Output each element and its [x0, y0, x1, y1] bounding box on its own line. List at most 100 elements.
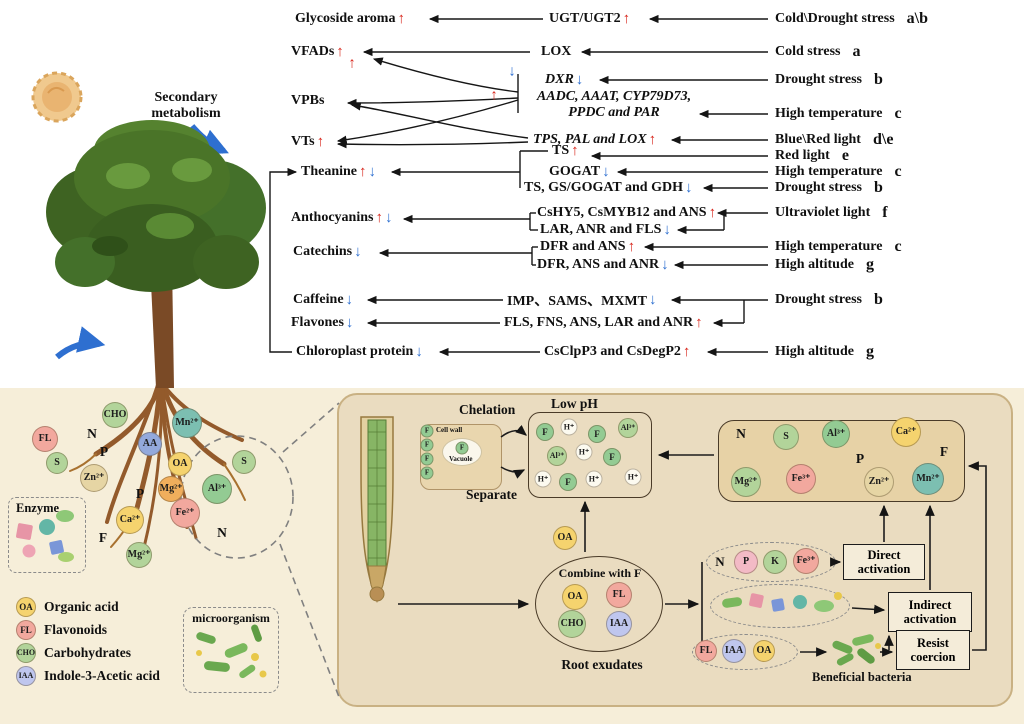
flrow-fl: FL	[695, 640, 717, 662]
stress-label: Cold\Drought stress	[775, 11, 895, 26]
down-arrow-icon: ↓	[649, 291, 657, 308]
metabolite-glycoside-aroma: Glycoside aroma↑	[295, 11, 405, 27]
stress-letter: c	[894, 238, 902, 255]
metabolite-theanine: Theanine↑↓	[301, 164, 376, 180]
metabolite-anthocyanins: Anthocyanins↑↓	[291, 210, 392, 226]
stress-letter: a	[852, 43, 861, 60]
up-arrow-icon: ↑	[359, 163, 367, 180]
ion-label-n2: N	[217, 525, 227, 540]
ion-bubble-fe: Fe²⁺	[170, 498, 200, 528]
lowph-f: F	[603, 448, 621, 466]
ion-bubble-aa: AA	[138, 432, 162, 456]
lowph-al: Al³⁺	[547, 446, 567, 466]
gene-label: AADC, AAAT, CYP79D73,	[536, 89, 692, 104]
down-arrow-icon: ↓	[575, 71, 584, 88]
gene-label: DXR	[545, 72, 574, 87]
stress-cold: Cold stress a	[775, 43, 860, 61]
npk-fe: Fe³⁺	[793, 548, 819, 574]
ion-bubble-al: Al³⁺	[202, 474, 232, 504]
direct-activation-label: Direct activation	[857, 547, 911, 576]
stress-label: Cold stress	[775, 44, 841, 59]
oa-free-bubble: OA	[553, 526, 577, 550]
npk-k: K	[763, 550, 787, 574]
legend-key-iaa: IAA	[16, 666, 36, 686]
stress-label: Ultraviolet light	[775, 205, 871, 220]
cell-wall-label: Cell wall	[436, 426, 463, 434]
exudate-oa: OA	[562, 584, 588, 610]
gene-label: UGT/UGT2	[549, 11, 621, 26]
indirect-activation-label: Indirect activation	[903, 597, 957, 626]
ion-bubble-cho: CHO	[102, 402, 128, 428]
gene-gogat: GOGAT↓	[549, 164, 610, 180]
gene-label: CsClpP3 and CsDegP2	[544, 344, 681, 359]
up-arrow-icon: ↑	[682, 343, 691, 360]
stress-label: High temperature	[775, 106, 883, 121]
microorganism-box	[183, 607, 279, 693]
gene-label: GOGAT	[549, 164, 601, 179]
stress-high-altitude-2: High altitude g	[775, 343, 874, 361]
ion-label-n: N	[87, 426, 97, 441]
lowph-h: H⁺	[575, 443, 593, 461]
stress-letter: g	[865, 256, 874, 273]
gene-label: LOX	[541, 44, 572, 59]
gene-label: DFR and ANS	[540, 239, 626, 254]
nutrient-ca: Ca²⁺	[891, 417, 921, 447]
stress-label: High altitude	[775, 344, 854, 359]
ion-bubble-zn: Zn²⁺	[80, 464, 108, 492]
stress-letter: e	[841, 147, 849, 164]
stress-high-temp-1: High temperature c	[775, 105, 902, 123]
metabolite-vpbs: VPBs	[291, 93, 324, 109]
stress-letter: g	[865, 343, 874, 360]
secondary-metabolism-line2: metabolism	[151, 106, 221, 121]
secondary-metabolism-line1: Secondary	[154, 90, 218, 105]
legend-key-oa: OA	[16, 597, 36, 617]
stress-letter: c	[894, 105, 902, 122]
secondary-metabolism-arrow	[189, 124, 229, 155]
gene-label: TPS, PAL and LOX	[533, 132, 647, 147]
lowph-h: H⁺	[560, 418, 578, 436]
gene-label: DFR, ANS and ANR	[537, 257, 660, 272]
separate-label: Separate	[466, 487, 517, 502]
ion-label-f: F	[98, 530, 108, 545]
stress-letter: b	[874, 71, 883, 88]
enzyme-box-title: Enzyme	[16, 501, 60, 515]
stress-letter: f	[882, 204, 888, 221]
metabolite-label: VPBs	[291, 93, 325, 108]
nutrient-mg: Mg²⁺	[731, 467, 761, 497]
stress-letter: a\b	[906, 10, 929, 27]
nutrient-n: N	[736, 426, 746, 441]
gene-lar-anr-fls: LAR, ANR and FLS↓	[540, 222, 671, 238]
metabolite-label: Chloroplast protein	[296, 344, 414, 359]
resist-coercion-label: Resist coercion	[910, 635, 956, 664]
beneficial-bacteria-label: Beneficial bacteria	[812, 670, 912, 684]
vacuole-label: Vacuole	[449, 455, 473, 463]
down-arrow-icon: ↓	[384, 209, 393, 226]
legend-label-cho: Carbohydrates	[44, 645, 131, 660]
down-arrow-icon: ↓	[684, 179, 693, 196]
stress-ultraviolet: Ultraviolet light f	[775, 204, 888, 222]
stress-letter: c	[894, 163, 902, 180]
wall-f-bubble: F	[420, 466, 434, 480]
exudate-iaa: IAA	[606, 611, 632, 637]
gene-label: IMP、SAMS、MXMT	[507, 294, 647, 309]
up-arrow-icon: ↑	[627, 238, 636, 255]
down-arrow-icon: ↓	[663, 221, 671, 238]
gene-ts-gs-gogat-gdh: TS, GS/GOGAT and GDH↓	[524, 180, 692, 196]
exudate-fl: FL	[606, 582, 632, 608]
metabolite-caffeine: Caffeine↓	[293, 292, 353, 308]
metabolite-label: VFADs	[291, 44, 335, 59]
lowph-f: F	[588, 425, 606, 443]
npk-p: P	[734, 550, 758, 574]
nutrient-f: F	[939, 444, 949, 459]
chelation-label: Chelation	[459, 402, 516, 417]
ion-bubble-s2: S	[232, 450, 256, 474]
up-arrow-icon: ↑	[648, 131, 657, 148]
panel-enzyme-ellipse	[710, 584, 850, 628]
combine-ellipse	[535, 556, 663, 652]
combine-with-f-label: Combine with F	[558, 566, 642, 580]
